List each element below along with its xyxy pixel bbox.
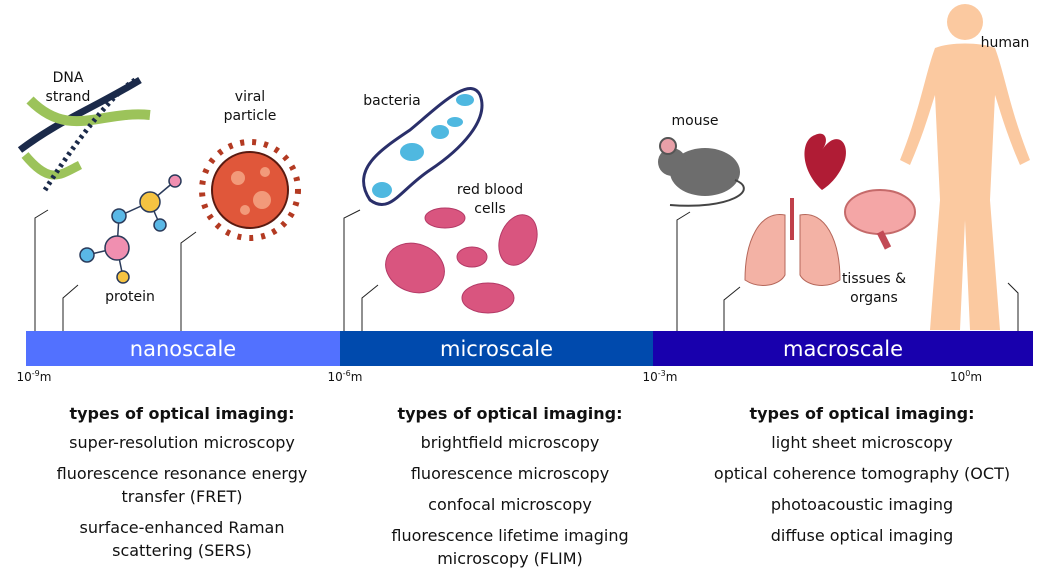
bacteria-icon bbox=[362, 87, 484, 207]
list-item: optical coherence tomography (OCT) bbox=[713, 464, 1011, 483]
list-item: diffuse optical imaging bbox=[770, 526, 954, 545]
label-human: human bbox=[980, 35, 1030, 51]
human-body-icon bbox=[900, 4, 1030, 330]
tick-label: 10-9m bbox=[16, 369, 52, 384]
list-heading: types of optical imaging: bbox=[69, 404, 295, 423]
leader-lines bbox=[34, 209, 1019, 331]
label-dna-strand: DNA strand bbox=[45, 70, 91, 105]
list-item: brightfield microscopy bbox=[420, 433, 600, 452]
tick-label: 100m bbox=[949, 369, 983, 384]
list-item: light sheet microscopy bbox=[771, 433, 953, 452]
brain-icon bbox=[844, 189, 916, 250]
label-mouse: mouse bbox=[671, 113, 719, 129]
list-item: fluorescence lifetime imaging microscopy… bbox=[391, 526, 629, 568]
list-item: confocal microscopy bbox=[428, 495, 592, 514]
viral-particle-icon bbox=[199, 139, 301, 241]
tick-label: 10-3m bbox=[642, 369, 678, 384]
segment-nanoscale: nanoscale bbox=[26, 331, 340, 366]
list-item: surface-enhanced Raman scattering (SERS) bbox=[79, 518, 285, 560]
lungs-icon bbox=[744, 198, 841, 286]
mouse-icon bbox=[658, 137, 745, 207]
nanoscale-imaging-list: types of optical imaging: super-resoluti… bbox=[52, 404, 312, 570]
list-item: fluorescence microscopy bbox=[410, 464, 610, 483]
microscale-imaging-list: types of optical imaging: brightfield mi… bbox=[380, 404, 640, 578]
label-viral-particle: viral particle bbox=[223, 89, 277, 124]
list-item: photoacoustic imaging bbox=[770, 495, 954, 514]
dna-strand-icon bbox=[17, 76, 151, 192]
tick-label: 10-6m bbox=[327, 369, 363, 384]
list-item: fluorescence resonance energy transfer (… bbox=[56, 464, 308, 506]
macroscale-imaging-list: types of optical imaging: light sheet mi… bbox=[697, 404, 1027, 555]
label-tissues-organs: tissues & organs bbox=[841, 271, 907, 306]
segment-microscale: microscale bbox=[340, 331, 653, 366]
heart-icon bbox=[804, 133, 846, 190]
label-protein: protein bbox=[105, 289, 155, 305]
label-bacteria: bacteria bbox=[363, 93, 421, 109]
segment-macroscale: macroscale bbox=[653, 331, 1033, 366]
list-heading: types of optical imaging: bbox=[749, 404, 975, 423]
label-red-blood-cells: red blood cells bbox=[456, 182, 524, 217]
protein-icon bbox=[79, 174, 182, 284]
red-blood-cells-icon bbox=[385, 207, 538, 314]
list-heading: types of optical imaging: bbox=[397, 404, 623, 423]
list-item: super-resolution microscopy bbox=[69, 433, 295, 452]
